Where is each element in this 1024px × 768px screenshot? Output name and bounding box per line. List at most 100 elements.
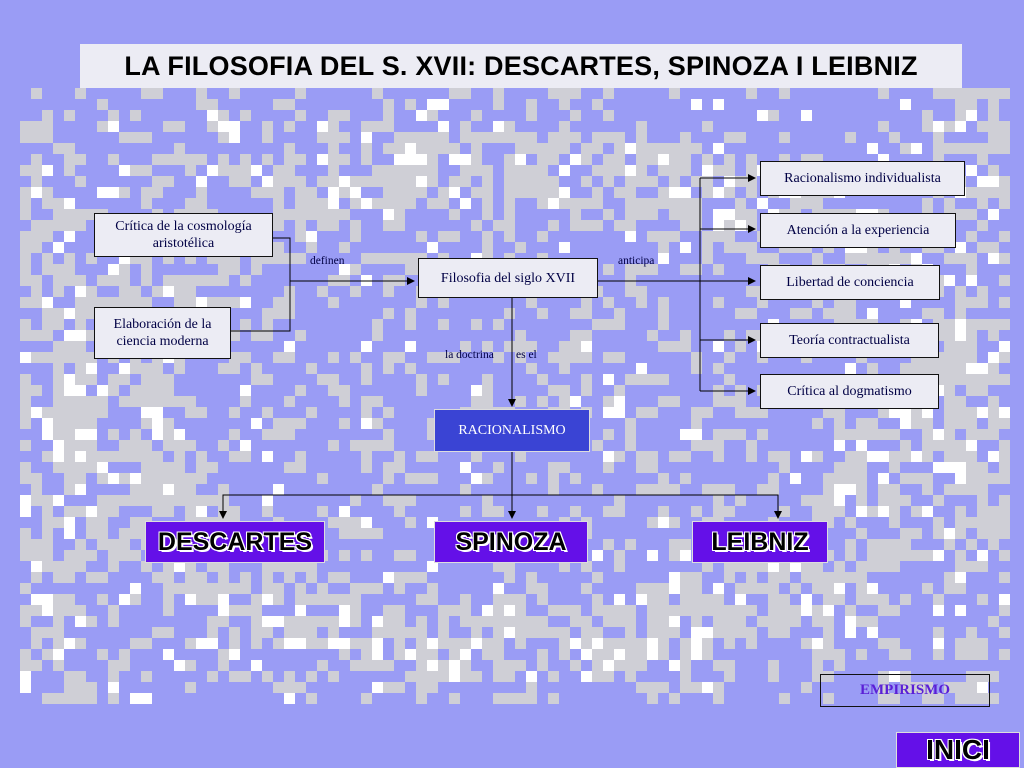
pattern-cell xyxy=(713,605,724,616)
pattern-cell xyxy=(658,242,669,253)
pattern-cell xyxy=(922,682,933,693)
pattern-cell xyxy=(339,176,350,187)
box-racionalismo-individualista[interactable]: Racionalismo individualista xyxy=(760,161,965,196)
pattern-cell xyxy=(526,99,537,110)
pattern-cell xyxy=(306,242,317,253)
pattern-cell xyxy=(900,550,911,561)
pattern-cell xyxy=(515,660,526,671)
pattern-cell xyxy=(174,286,185,297)
box-atencion-experiencia[interactable]: Atención a la experiencia xyxy=(760,213,956,248)
pattern-cell xyxy=(427,473,438,484)
pattern-cell xyxy=(889,506,900,517)
pattern-cell xyxy=(812,638,823,649)
pattern-cell xyxy=(779,462,790,473)
pattern-cell xyxy=(614,506,625,517)
pattern-cell xyxy=(284,209,295,220)
pattern-cell xyxy=(955,528,966,539)
pattern-cell xyxy=(669,550,680,561)
box-libertad-conciencia[interactable]: Libertad de conciencia xyxy=(760,265,940,300)
author-button-leibniz[interactable]: LEIBNIZ xyxy=(692,521,828,563)
pattern-cell xyxy=(108,374,119,385)
pattern-cell xyxy=(779,451,790,462)
box-elaboracion-ciencia[interactable]: Elaboración de la ciencia moderna xyxy=(94,307,231,359)
pattern-cell xyxy=(603,374,614,385)
pattern-cell xyxy=(856,462,867,473)
box-critica-cosmologia[interactable]: Crítica de la cosmología aristotélica xyxy=(94,213,273,257)
pattern-cell xyxy=(75,319,86,330)
pattern-cell xyxy=(988,352,999,363)
pattern-cell xyxy=(284,99,295,110)
pattern-cell xyxy=(658,484,669,495)
pattern-cell xyxy=(218,297,229,308)
pattern-cell xyxy=(768,253,779,264)
pattern-cell xyxy=(460,88,471,99)
pattern-cell xyxy=(504,231,515,242)
pattern-cell xyxy=(251,627,262,638)
pattern-cell xyxy=(119,363,130,374)
pattern-cell xyxy=(691,605,702,616)
box-teoria-contractualista[interactable]: Teoría contractualista xyxy=(760,323,939,358)
pattern-cell xyxy=(53,385,64,396)
pattern-cell xyxy=(713,341,724,352)
pattern-cell xyxy=(240,385,251,396)
box-racionalismo[interactable]: RACIONALISMO xyxy=(434,409,590,452)
pattern-cell xyxy=(75,330,86,341)
pattern-cell xyxy=(383,473,394,484)
pattern-cell xyxy=(603,319,614,330)
pattern-cell xyxy=(812,605,823,616)
pattern-cell xyxy=(130,363,141,374)
pattern-cell xyxy=(449,649,460,660)
pattern-cell xyxy=(372,583,383,594)
pattern-cell xyxy=(856,484,867,495)
pattern-cell xyxy=(185,297,196,308)
pattern-cell xyxy=(614,154,625,165)
box-filosofia-siglo-xvii[interactable]: Filosofia del siglo XVII xyxy=(418,258,598,298)
pattern-cell xyxy=(97,121,108,132)
pattern-cell xyxy=(724,484,735,495)
pattern-cell xyxy=(713,616,724,627)
pattern-cell xyxy=(20,682,31,693)
pattern-cell xyxy=(955,693,966,704)
pattern-cell xyxy=(702,165,713,176)
box-critica-dogmatismo[interactable]: Crítica al dogmatismo xyxy=(760,374,939,409)
pattern-cell xyxy=(735,220,746,231)
pattern-cell xyxy=(977,154,988,165)
pattern-cell xyxy=(900,671,911,682)
pattern-cell xyxy=(900,528,911,539)
pattern-cell xyxy=(174,495,185,506)
pattern-cell xyxy=(306,594,317,605)
pattern-cell xyxy=(130,550,141,561)
pattern-cell xyxy=(438,352,449,363)
pattern-cell xyxy=(75,539,86,550)
inici-button[interactable]: INICI xyxy=(896,732,1020,768)
pattern-cell xyxy=(823,605,834,616)
pattern-cell xyxy=(64,506,75,517)
pattern-cell xyxy=(614,352,625,363)
pattern-cell xyxy=(251,418,262,429)
pattern-cell xyxy=(361,407,372,418)
pattern-cell xyxy=(548,671,559,682)
pattern-cell xyxy=(295,627,306,638)
pattern-cell xyxy=(746,209,757,220)
pattern-cell xyxy=(86,363,97,374)
pattern-cell xyxy=(240,110,251,121)
pattern-cell xyxy=(636,594,647,605)
author-button-spinoza[interactable]: SPINOZA xyxy=(434,521,588,563)
empirismo-link[interactable]: EMPIRISMO xyxy=(820,674,990,707)
pattern-cell xyxy=(75,220,86,231)
pattern-cell xyxy=(812,583,823,594)
pattern-cell xyxy=(75,462,86,473)
pattern-cell xyxy=(966,110,977,121)
pattern-cell xyxy=(845,539,856,550)
pattern-cell xyxy=(42,330,53,341)
pattern-cell xyxy=(746,154,757,165)
pattern-cell xyxy=(20,198,31,209)
pattern-cell xyxy=(515,616,526,627)
pattern-cell xyxy=(801,495,812,506)
pattern-cell xyxy=(713,363,724,374)
pattern-cell xyxy=(713,165,724,176)
author-button-descartes[interactable]: DESCARTES xyxy=(145,521,325,563)
pattern-cell xyxy=(746,605,757,616)
pattern-cell xyxy=(295,220,306,231)
pattern-cell xyxy=(328,220,339,231)
